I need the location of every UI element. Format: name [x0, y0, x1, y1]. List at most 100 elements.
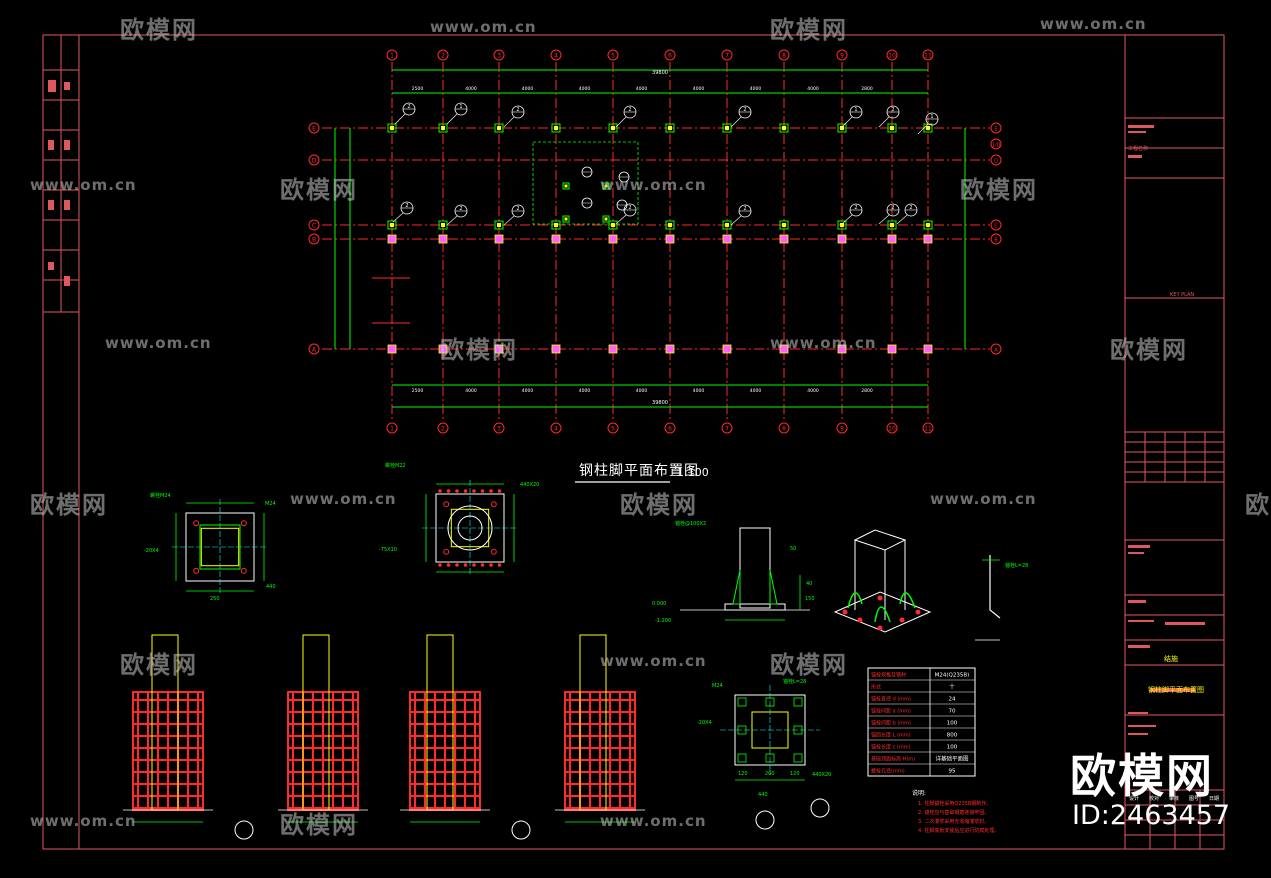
section-symbol: [755, 810, 775, 830]
column-base-core: [497, 126, 501, 130]
column-base-steel: [387, 234, 397, 244]
inner-column-marker: [562, 215, 570, 223]
dim-label-top: 4000: [579, 86, 591, 92]
base-plate-2-bolt: [497, 489, 502, 493]
sheet-frame: [42, 34, 1225, 850]
base-plate-2-bolt: [455, 563, 459, 567]
axis-bubble-row: [308, 343, 320, 355]
column-base-steel: [722, 344, 732, 354]
notes-line: 2. 锚栓应与基础钢筋连接牢固。: [918, 809, 989, 816]
column-base-marker: [494, 220, 504, 230]
iso-anchor-bolt: [877, 595, 883, 601]
callout-number: 2: [743, 206, 746, 212]
axis-bubble-row-right: [990, 154, 1002, 166]
left-strip-marks: [48, 80, 70, 286]
callout-number: 1: [459, 104, 462, 110]
axis-bubble-label: 2: [441, 426, 445, 433]
section-bolt: [765, 697, 775, 707]
column-base-marker: [665, 220, 675, 230]
axis-bubble-row-label: B: [312, 237, 316, 244]
title-block-label: 审核: [1169, 795, 1179, 802]
axis-bubble-row-label: C: [312, 223, 316, 230]
detail-drawings: 螺栓M24M24-20X4440250螺栓M22-75X10440X20锚栓@1…: [123, 462, 1028, 840]
column-base-core: [668, 223, 672, 227]
elevation-stiffener-left: [732, 569, 741, 605]
callout-number: 2: [516, 107, 519, 113]
column-base-steel: [608, 344, 618, 354]
spec-table-value: 100: [947, 745, 958, 751]
base-plate-2-bolt: [497, 563, 502, 567]
column-base-core: [840, 126, 844, 130]
axis-bubble-label: 9: [840, 426, 844, 433]
callout-number: 2: [405, 203, 408, 209]
section-bolt: [737, 753, 747, 763]
detail-label: 440: [266, 584, 276, 590]
column-base-marker: [387, 123, 397, 133]
iso-anchor-bolt: [842, 609, 848, 615]
section-label: M24: [712, 683, 723, 689]
elevation-label: 40: [806, 581, 812, 587]
detail-label: 440X20: [520, 482, 539, 488]
column-base-marker: [665, 123, 675, 133]
dim-label-bottom: 2500: [412, 388, 424, 394]
axis-bubble-label: 4: [554, 53, 558, 60]
column-base-core: [554, 126, 558, 130]
column-base-core: [840, 223, 844, 227]
axis-bubble: [721, 49, 733, 61]
sheet-label: 结施: [1164, 654, 1178, 663]
axis-bubble-row: [308, 154, 320, 166]
axis-bubble-label: 5: [611, 426, 615, 433]
axis-bubble: [493, 422, 505, 434]
base-plate-2-bolt: [489, 563, 493, 567]
column-base-steel: [494, 234, 504, 244]
axis-bubble: [550, 49, 562, 61]
axis-bubble-row-right: [990, 343, 1002, 355]
detail-label: 螺栓M24: [150, 492, 171, 499]
column-base-steel: [923, 344, 933, 354]
callout-number: 2: [407, 104, 410, 110]
base-plate-2-bolt: [480, 563, 485, 567]
dim-total-top: 39800: [652, 70, 668, 76]
base-plate-1-stiffener: [199, 524, 241, 570]
axis-bubble-label: 10: [888, 53, 896, 60]
callout-number: 2: [854, 205, 857, 211]
spec-table-value: 95: [949, 769, 956, 775]
spec-table-value: 详基础平面图: [935, 755, 969, 763]
axis-bubble: [437, 49, 449, 61]
notes-heading: 说明:: [912, 789, 926, 797]
anchor-bolt-hook: [989, 555, 1001, 619]
column-base-marker: [887, 220, 897, 230]
detail-label: 螺栓M22: [385, 462, 406, 469]
axis-bubble: [922, 422, 934, 434]
base-plate-2-anchor-hole: [443, 548, 450, 555]
title-block-drawing-name: 钢柱脚平面布置图: [1148, 685, 1204, 694]
axis-bubble-row-right: [990, 233, 1002, 245]
section-label: 440: [758, 792, 768, 798]
column-base-steel: [665, 344, 675, 354]
base-plate-2-bolt: [455, 489, 459, 493]
base-plate-1-anchor-hole: [193, 567, 200, 574]
column-base-steel: [608, 234, 618, 244]
column-base-marker: [779, 123, 789, 133]
project-name-label: 工程名称: [1128, 145, 1148, 152]
spec-table-param: 锚栓长度 c (mm): [871, 744, 911, 751]
inner-column-marker: [562, 182, 570, 190]
elevation-stiffener-right: [769, 569, 778, 605]
column-base-marker: [837, 220, 847, 230]
axis-bubble-row-right-label: A: [994, 348, 998, 354]
axis-bubble-row-right: [990, 138, 1002, 150]
section-label: 锚栓L=28: [783, 678, 806, 685]
inner-column-core: [604, 184, 608, 188]
axis-bubble-label: 5: [611, 53, 615, 60]
dim-label-top: 4000: [522, 86, 534, 92]
iso-stiffeners: [847, 592, 916, 623]
column-base-steel: [387, 344, 397, 354]
callout-number: 1: [854, 107, 857, 113]
section-bolt: [737, 697, 747, 707]
axis-bubble-label: 8: [782, 53, 786, 60]
column-base-steel: [779, 344, 789, 354]
dim-label-top: 4000: [636, 86, 648, 92]
dim-label-bottom: 4000: [750, 388, 762, 394]
axis-bubble: [836, 49, 848, 61]
